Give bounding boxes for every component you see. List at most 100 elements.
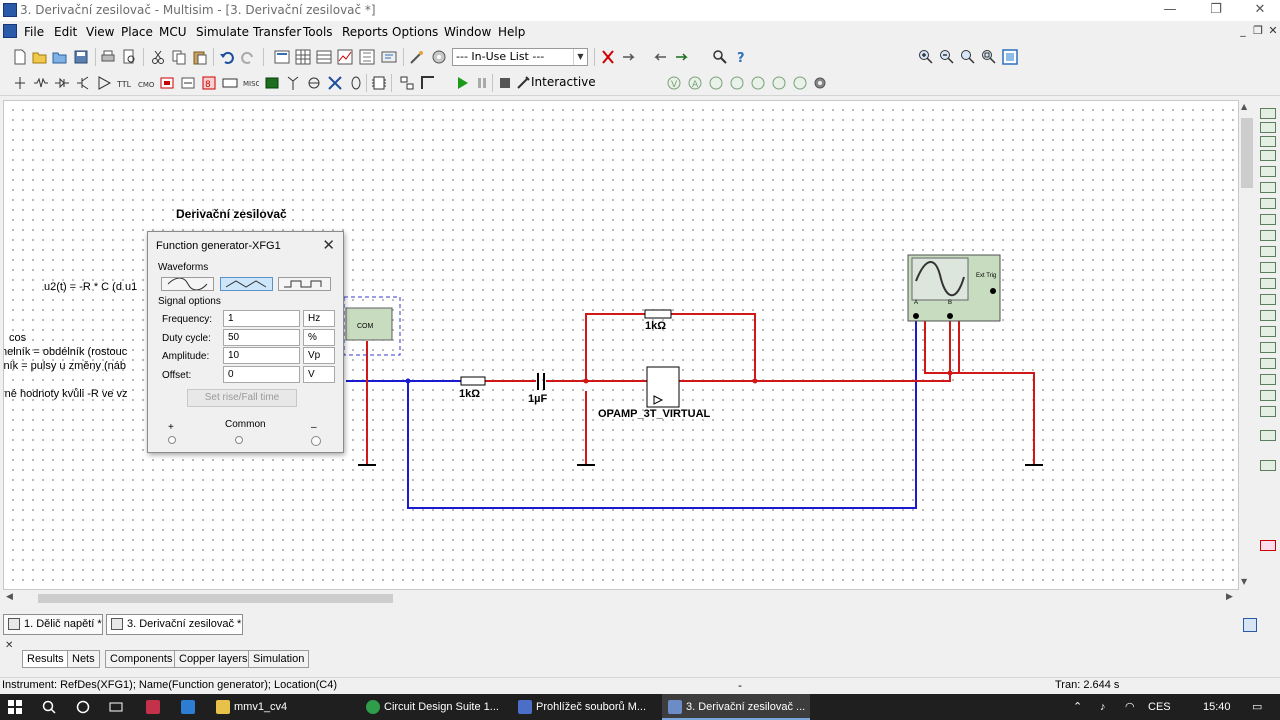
spectrum-analyzer-icon[interactable] <box>1260 294 1276 305</box>
interactive-analysis-icon[interactable] <box>515 75 531 91</box>
close-icon[interactable]: ✕ <box>322 236 335 254</box>
pause-icon[interactable] <box>474 75 490 91</box>
frequency-input[interactable]: 1 <box>223 310 300 327</box>
back-annotate-icon[interactable] <box>621 49 637 65</box>
run-icon[interactable] <box>454 75 470 91</box>
notifications-icon[interactable]: ▭ <box>1252 701 1263 713</box>
print-preview-icon[interactable] <box>121 49 137 65</box>
scroll-right-icon[interactable]: ▶ <box>1226 592 1233 602</box>
agilent-multimeter-icon[interactable] <box>1260 342 1276 353</box>
horizontal-scroll-thumb[interactable] <box>38 594 393 603</box>
red-wire[interactable] <box>671 313 756 381</box>
tab-copper-layers[interactable]: Copper layers <box>174 650 253 668</box>
toggle-fullscreen-icon[interactable] <box>274 49 290 65</box>
offset-unit-select[interactable]: V <box>303 366 335 383</box>
menu-options[interactable]: Options <box>392 25 439 39</box>
place-peripheral-icon[interactable] <box>264 75 280 91</box>
wattmeter-icon[interactable] <box>1260 136 1276 147</box>
open-icon[interactable] <box>32 49 48 65</box>
place-rf-icon[interactable] <box>285 75 301 91</box>
menu-simulate[interactable]: Simulate <box>196 25 250 39</box>
zoom-area-icon[interactable] <box>960 49 976 65</box>
menu-view[interactable]: View <box>86 25 115 39</box>
probe-settings-icon[interactable] <box>792 75 808 91</box>
menu-place[interactable]: Place <box>121 25 153 39</box>
stop-icon[interactable] <box>497 75 513 91</box>
scope-terminal-a[interactable] <box>913 313 919 319</box>
labview-instrument-icon[interactable] <box>1260 390 1276 401</box>
word-generator-icon[interactable] <box>1260 214 1276 225</box>
scroll-up-icon[interactable]: ▲ <box>1241 102 1248 111</box>
set-rise-fall-time-button[interactable]: Set rise/Fall time <box>187 389 297 407</box>
component-wizard-icon[interactable] <box>409 49 425 65</box>
place-diode-icon[interactable] <box>54 75 70 91</box>
help-icon[interactable]: ? <box>733 49 749 65</box>
document-icon[interactable] <box>3 24 17 38</box>
mdi-close-icon[interactable]: ✕ <box>1268 24 1278 37</box>
zoom-out-icon[interactable] <box>939 49 955 65</box>
red-wire[interactable] <box>924 320 1035 464</box>
place-connector-icon[interactable] <box>348 75 364 91</box>
duty-cycle-unit-select[interactable]: % <box>303 329 335 346</box>
minimize-icon[interactable]: — <box>1163 2 1177 17</box>
menu-tools[interactable]: Tools <box>303 25 333 39</box>
place-indicator-icon[interactable]: 8 <box>201 75 217 91</box>
tab-simulation[interactable]: Simulation <box>248 650 310 668</box>
transfer-icon[interactable] <box>674 49 690 65</box>
current-clamp-icon[interactable] <box>1260 540 1276 551</box>
paste-icon[interactable] <box>192 49 208 65</box>
clock[interactable]: 15:40 <box>1203 701 1231 713</box>
frequency-unit-select[interactable]: Hz <box>303 310 335 327</box>
tektronix-scope-icon[interactable] <box>1260 374 1276 385</box>
menu-file[interactable]: File <box>24 25 45 39</box>
probe-reference-icon[interactable] <box>750 75 766 91</box>
agilent-generator-icon[interactable] <box>1260 326 1276 337</box>
place-source-icon[interactable] <box>12 75 28 91</box>
place-misc-digital-icon[interactable] <box>159 75 175 91</box>
agilent-scope-icon[interactable] <box>1260 358 1276 369</box>
scope-terminal-b[interactable] <box>947 313 953 319</box>
ni-elvis-icon[interactable] <box>1260 406 1276 417</box>
place-ttl-icon[interactable]: TTL <box>117 75 133 91</box>
place-analog-icon[interactable] <box>96 75 112 91</box>
network-analyzer-icon[interactable] <box>1260 310 1276 321</box>
probe-voltage-icon[interactable]: V <box>666 75 682 91</box>
app-icon[interactable] <box>146 700 160 714</box>
probe-gear-icon[interactable] <box>812 75 828 91</box>
mdi-minimize-icon[interactable]: _ <box>1240 24 1246 37</box>
duty-cycle-input[interactable]: 50 <box>223 329 300 346</box>
vertical-scroll-thumb[interactable] <box>1241 118 1253 188</box>
design-toolbox-icon[interactable] <box>381 49 397 65</box>
amplitude-unit-select[interactable]: Vp <box>303 347 335 364</box>
place-basic-icon[interactable] <box>33 75 49 91</box>
resistor-input[interactable] <box>460 376 486 386</box>
menu-window[interactable]: Window <box>444 25 492 39</box>
zoom-in-icon[interactable] <box>918 49 934 65</box>
database-icon[interactable] <box>359 49 375 65</box>
probe-power-icon[interactable] <box>708 75 724 91</box>
close-window-icon[interactable]: ✕ <box>1254 2 1266 17</box>
redo-icon[interactable] <box>240 49 256 65</box>
generator-selection-box[interactable] <box>343 296 401 356</box>
full-screen-icon[interactable] <box>1002 49 1018 65</box>
logic-analyzer-icon[interactable] <box>1260 246 1276 257</box>
place-mixed-icon[interactable] <box>180 75 196 91</box>
volume-icon[interactable]: ♪ <box>1100 701 1106 713</box>
grapher-icon[interactable] <box>337 49 353 65</box>
multimeter-icon[interactable] <box>1260 108 1276 119</box>
minus-terminal[interactable] <box>311 436 321 446</box>
new-icon[interactable] <box>12 49 28 65</box>
copy-icon[interactable] <box>171 49 187 65</box>
probe-differential-icon[interactable] <box>729 75 745 91</box>
taskbar-item-viewer[interactable]: Prohlížeč souborů M... <box>512 694 660 720</box>
function-generator-symbol[interactable] <box>345 307 393 341</box>
menu-transfer[interactable]: Transfer <box>253 25 302 39</box>
tab-delic-napeti[interactable]: 1. Dělič napětí * <box>3 614 103 635</box>
logic-converter-icon[interactable] <box>1260 230 1276 241</box>
opamp-body[interactable] <box>646 366 680 408</box>
plus-terminal[interactable] <box>168 436 176 444</box>
current-probe-icon[interactable] <box>1260 430 1276 441</box>
interactive-label[interactable]: Interactive <box>531 75 596 89</box>
in-use-list-dropdown[interactable]: --- In-Use List --- ▼ <box>452 48 588 66</box>
mdi-restore-icon[interactable]: ❐ <box>1253 24 1263 37</box>
